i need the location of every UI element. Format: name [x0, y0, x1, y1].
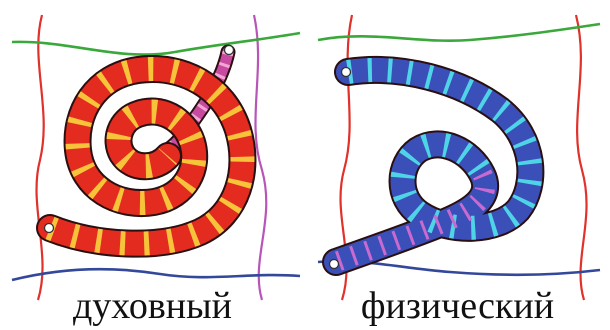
left-panel: [12, 15, 300, 300]
right-panel-right-boundary: [576, 15, 587, 300]
right-panel-caption: физический: [305, 286, 610, 326]
right-panel-top-boundary: [318, 24, 600, 41]
right-panel: [318, 15, 600, 300]
left-panel-caption: духовный: [0, 286, 305, 326]
left-panel-top-point: [225, 46, 234, 55]
left-panel-left-point: [45, 224, 54, 233]
loop-body: [336, 70, 530, 262]
right-panel-bottom-point: [330, 260, 339, 269]
left-panel-bottom-boundary: [12, 269, 300, 280]
right-panel-top-point: [342, 68, 351, 77]
left-panel-left-boundary: [37, 15, 44, 300]
